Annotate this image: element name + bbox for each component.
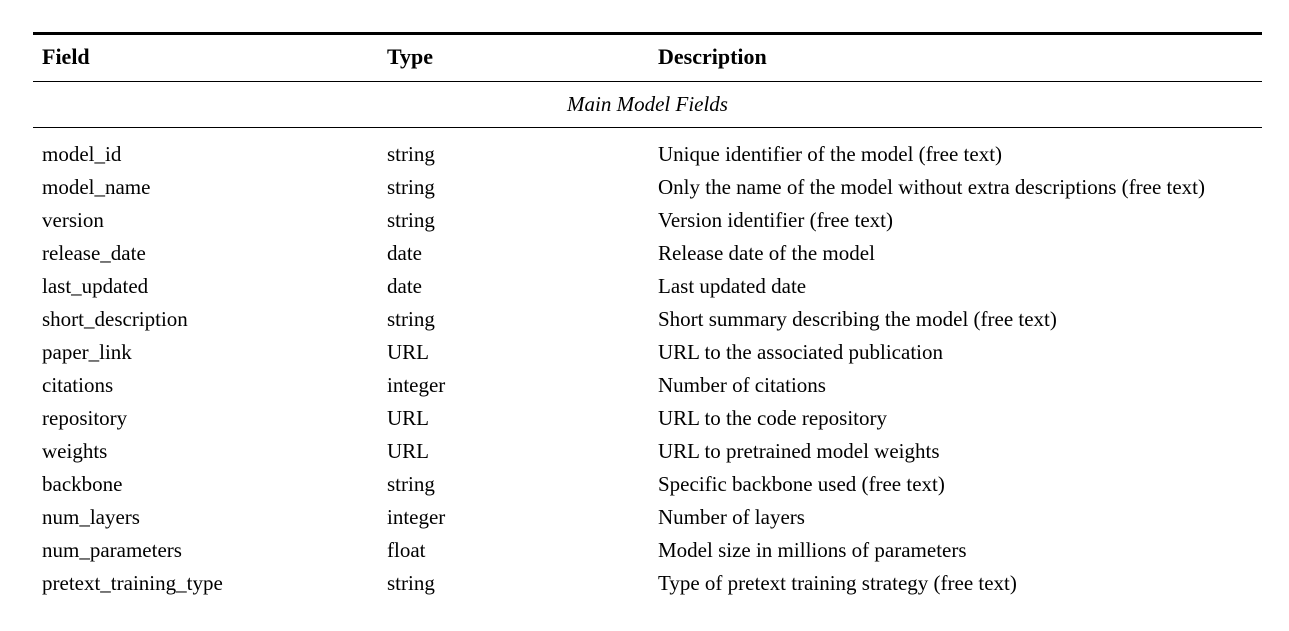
field-type-cell: URL [387,340,429,364]
field-description-cell: Short summary describing the model (free… [658,307,1057,331]
header-row: Field Type Description [33,32,1262,82]
table-row: short_description string Short summary d… [33,303,1262,336]
table-row: citations integer Number of citations [33,369,1262,402]
field-description-cell: Last updated date [658,274,807,298]
field-name-cell: version [42,208,104,232]
field-description-cell: URL to pretrained model weights [658,439,940,463]
field-type-cell: string [387,175,435,199]
field-description-cell: Version identifier (free text) [658,208,893,232]
field-name-cell: pretext_training_type [42,571,223,595]
table-row: pretext_training_type string Type of pre… [33,567,1262,600]
field-type-cell: URL [387,406,429,430]
field-type-cell: string [387,208,435,232]
field-description-cell: Unique identifier of the model (free tex… [658,142,1003,166]
field-type-cell: date [387,241,422,265]
table-header: Field Type Description [33,32,1262,82]
field-description-cell: Model size in millions of parameters [658,538,967,562]
field-name-cell: backbone [42,472,123,496]
field-type-cell: float [387,538,426,562]
table-row: num_layers integer Number of layers [33,501,1262,534]
field-type-cell: integer [387,505,446,529]
table-row: repository URL URL to the code repositor… [33,402,1262,435]
section-title: Main Model Fields [33,81,1262,128]
field-description-cell: URL to the associated publication [658,340,943,364]
field-name-cell: citations [42,373,114,397]
field-name-cell: weights [42,439,108,463]
field-type-cell: string [387,472,435,496]
table-row: model_name string Only the name of the m… [33,171,1262,204]
field-description-cell: Type of pretext training strategy (free … [658,571,1017,595]
table-body: model_id string Unique identifier of the… [33,128,1262,601]
field-name-cell: num_layers [42,505,140,529]
field-type-cell: string [387,142,435,166]
field-type-cell: URL [387,439,429,463]
field-name-cell: short_description [42,307,188,331]
field-type-cell: date [387,274,422,298]
section-row: Main Model Fields [33,81,1262,128]
field-description-cell: Specific backbone used (free text) [658,472,945,496]
table-row: release_date date Release date of the mo… [33,237,1262,270]
field-name-cell: paper_link [42,340,132,364]
field-type-cell: integer [387,373,446,397]
table-row: paper_link URL URL to the associated pub… [33,336,1262,369]
table-row: num_parameters float Model size in milli… [33,534,1262,567]
field-name-cell: release_date [42,241,146,265]
column-header-description: Description [658,32,1262,82]
table-row: last_updated date Last updated date [33,270,1262,303]
model-fields-table: Field Type Description Main Model Fields… [33,32,1262,600]
table-row: backbone string Specific backbone used (… [33,468,1262,501]
field-type-cell: string [387,307,435,331]
field-description-cell: Release date of the model [658,241,875,265]
field-description-cell: Number of layers [658,505,805,529]
column-header-type: Type [387,32,658,82]
section-group: Main Model Fields [33,81,1262,128]
field-name-cell: repository [42,406,128,430]
field-name-cell: model_id [42,142,122,166]
column-header-field: Field [33,32,387,82]
field-name-cell: last_updated [42,274,149,298]
field-type-cell: string [387,571,435,595]
field-name-cell: model_name [42,175,151,199]
table-row: model_id string Unique identifier of the… [33,128,1262,172]
field-description-cell: URL to the code repository [658,406,888,430]
field-description-cell: Only the name of the model without extra… [658,175,1205,199]
table-row: version string Version identifier (free … [33,204,1262,237]
field-name-cell: num_parameters [42,538,182,562]
table-row: weights URL URL to pretrained model weig… [33,435,1262,468]
field-description-cell: Number of citations [658,373,826,397]
